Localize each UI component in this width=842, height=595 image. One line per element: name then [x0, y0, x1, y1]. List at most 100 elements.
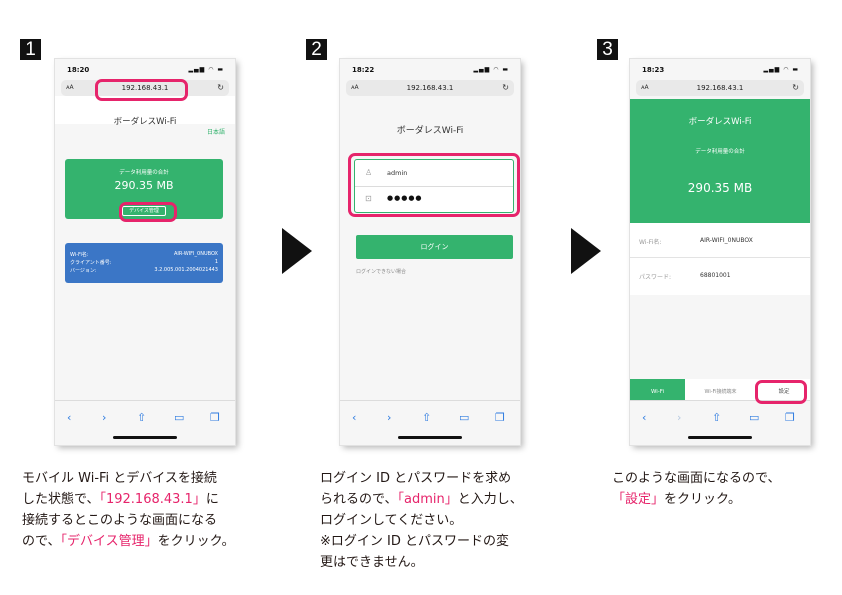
url-text[interactable]: 192.168.43.1 — [406, 84, 454, 92]
login-form: ♙ admin ⊡ ●●●●● — [354, 159, 514, 213]
text-size-button[interactable]: ᴀA — [641, 84, 649, 91]
url-text[interactable]: 192.168.43.1 — [696, 84, 744, 92]
page-title: ボーダレスWi-Fi — [113, 117, 177, 127]
username-value: admin — [387, 169, 408, 177]
desc-line: 更はできません。 — [320, 555, 424, 570]
info-value: AIR-WIFI_0NUBOX — [700, 237, 753, 244]
bookmarks-icon[interactable]: ▭ — [174, 411, 185, 424]
desc-text: に — [205, 492, 219, 507]
info-value: 1 — [214, 259, 218, 265]
device-management-button[interactable]: デバイス管理 — [122, 206, 166, 216]
info-label: Wi-Fi名: — [70, 252, 89, 258]
password-value: ●●●●● — [387, 194, 423, 202]
desc-line: られるので、「admin」と入力し、 — [320, 489, 523, 510]
usage-label: データ利用量の合計 — [119, 170, 169, 176]
info-value: 68801001 — [700, 272, 731, 279]
language-link[interactable]: 日本語 — [206, 129, 225, 136]
signal-wifi-battery-icon: ▂▄▆ ◠ ▬ — [473, 66, 509, 73]
share-icon[interactable]: ⇧ — [422, 411, 432, 424]
address-bar[interactable]: ᴀA 192.168.43.1 ↻ — [636, 80, 804, 96]
home-indicator — [113, 436, 177, 439]
back-icon[interactable]: ‹ — [352, 411, 357, 424]
step-badge-2: 2 — [306, 39, 327, 60]
desc-highlight: 「admin」 — [397, 492, 458, 507]
tabs-icon[interactable]: ❐ — [210, 411, 220, 424]
desc-text: をクリック。 — [664, 492, 741, 507]
text-size-button[interactable]: ᴀA — [66, 84, 74, 91]
share-icon[interactable]: ⇧ — [137, 411, 147, 424]
desc-text: した状態で、 — [22, 492, 100, 507]
browser-toolbar: ‹ › ⇧ ▭ ❐ — [340, 400, 520, 445]
desc-text: ので、 — [22, 534, 61, 549]
lock-icon: ⊡ — [365, 194, 372, 203]
phone-screen-3: 18:23 ▂▄▆ ◠ ▬ ᴀA 192.168.43.1 ↻ ボーダレスWi-… — [630, 59, 810, 445]
status-time: 18:22 — [352, 66, 375, 74]
username-field[interactable]: ♙ admin — [355, 160, 513, 187]
desc-line: ※ログイン ID とパスワードの変 — [320, 534, 510, 549]
url-highlight — [95, 79, 188, 101]
phone-screen-1: 18:20 ▂▄▆ ◠ ▬ ᴀA 192.168.43.1 ↻ ボーダレスWi-… — [55, 59, 235, 445]
cant-login-link[interactable]: ログインできない場合 — [356, 269, 407, 275]
signal-wifi-battery-icon: ▂▄▆ ◠ ▬ — [188, 66, 224, 73]
tab-settings[interactable]: 設定 — [778, 389, 790, 395]
address-bar[interactable]: ᴀA 192.168.43.1 ↻ — [346, 80, 514, 96]
reload-icon[interactable]: ↻ — [792, 83, 799, 92]
next-arrow-icon — [571, 228, 601, 274]
desc-line: ログイン ID とパスワードを求め — [320, 471, 512, 486]
desc-highlight: 「設定」 — [612, 492, 665, 507]
desc-text: をクリック。 — [157, 534, 235, 549]
desc-line: このような画面になるので、 — [612, 471, 781, 486]
status-time: 18:20 — [67, 66, 90, 74]
desc-line: ログインしてください。 — [320, 513, 463, 528]
info-row-version: バージョン: 3.2.005.001.2004021443 — [70, 267, 218, 275]
forward-icon[interactable]: › — [677, 411, 682, 424]
info-list: Wi-Fi名: AIR-WIFI_0NUBOX パスワード: 68801001 — [630, 223, 810, 295]
desc-line: 「設定」をクリック。 — [612, 489, 780, 510]
info-row-wifi: Wi-Fi名: AIR-WIFI_0NUBOX — [70, 251, 218, 259]
info-label: パスワード: — [639, 274, 672, 281]
tabs-icon[interactable]: ❐ — [495, 411, 505, 424]
desc-line: モバイル Wi-Fi とデバイスを接続 — [22, 471, 217, 486]
login-form-highlight — [348, 153, 520, 217]
forward-icon[interactable]: › — [387, 411, 392, 424]
step-1-description: モバイル Wi-Fi とデバイスを接続 した状態で、「192.168.43.1」… — [22, 468, 235, 552]
info-row-client: クライアント番号: 1 — [70, 259, 218, 267]
url-text[interactable]: 192.168.43.1 — [121, 84, 169, 92]
forward-icon[interactable]: › — [102, 411, 107, 424]
share-icon[interactable]: ⇧ — [712, 411, 722, 424]
step-2-description: ログイン ID とパスワードを求め られるので、「admin」と入力し、 ログイ… — [320, 468, 523, 573]
phone-screen-2: 18:22 ▂▄▆ ◠ ▬ ᴀA 192.168.43.1 ↻ ボーダレスWi-… — [340, 59, 520, 445]
reload-icon[interactable]: ↻ — [217, 83, 224, 92]
status-bar: 18:22 ▂▄▆ ◠ ▬ — [340, 59, 520, 79]
usage-value: 290.35 MB — [687, 181, 753, 195]
tabs-icon[interactable]: ❐ — [785, 411, 795, 424]
info-row-password: パスワード: 68801001 — [630, 258, 810, 292]
device-info-card: Wi-Fi名: AIR-WIFI_0NUBOX クライアント番号: 1 バージョ… — [65, 243, 223, 283]
settings-tab-highlight — [755, 380, 807, 404]
usage-panel: ボーダレスWi-Fi データ利用量の合計 290.35 MB — [630, 99, 810, 223]
desc-line: 接続するとこのような画面になる — [22, 513, 218, 528]
home-indicator — [688, 436, 752, 439]
browser-toolbar: ‹ › ⇧ ▭ ❐ — [630, 400, 810, 445]
desc-line: ので、「デバイス管理」をクリック。 — [22, 531, 235, 552]
tab-connected-devices[interactable]: Wi-Fi接続端末 — [704, 389, 737, 395]
login-button[interactable]: ログイン — [356, 235, 513, 259]
device-button-highlight — [119, 202, 177, 222]
back-icon[interactable]: ‹ — [642, 411, 647, 424]
reload-icon[interactable]: ↻ — [502, 83, 509, 92]
text-size-button[interactable]: ᴀA — [351, 84, 359, 91]
info-label: Wi-Fi名: — [639, 239, 662, 246]
usage-value: 290.35 MB — [114, 179, 174, 192]
signal-wifi-battery-icon: ▂▄▆ ◠ ▬ — [763, 66, 799, 73]
bookmarks-icon[interactable]: ▭ — [749, 411, 760, 424]
back-icon[interactable]: ‹ — [67, 411, 72, 424]
status-bar: 18:20 ▂▄▆ ◠ ▬ — [55, 59, 235, 79]
desc-highlight: 「192.168.43.1」 — [99, 492, 206, 507]
browser-toolbar: ‹ › ⇧ ▭ ❐ — [55, 400, 235, 445]
bookmarks-icon[interactable]: ▭ — [459, 411, 470, 424]
info-label: バージョン: — [70, 268, 97, 274]
desc-text: と入力し、 — [457, 492, 523, 507]
password-field[interactable]: ⊡ ●●●●● — [355, 186, 513, 212]
step-badge-3: 3 — [597, 39, 618, 60]
step-3-description: このような画面になるので、 「設定」をクリック。 — [612, 468, 780, 510]
